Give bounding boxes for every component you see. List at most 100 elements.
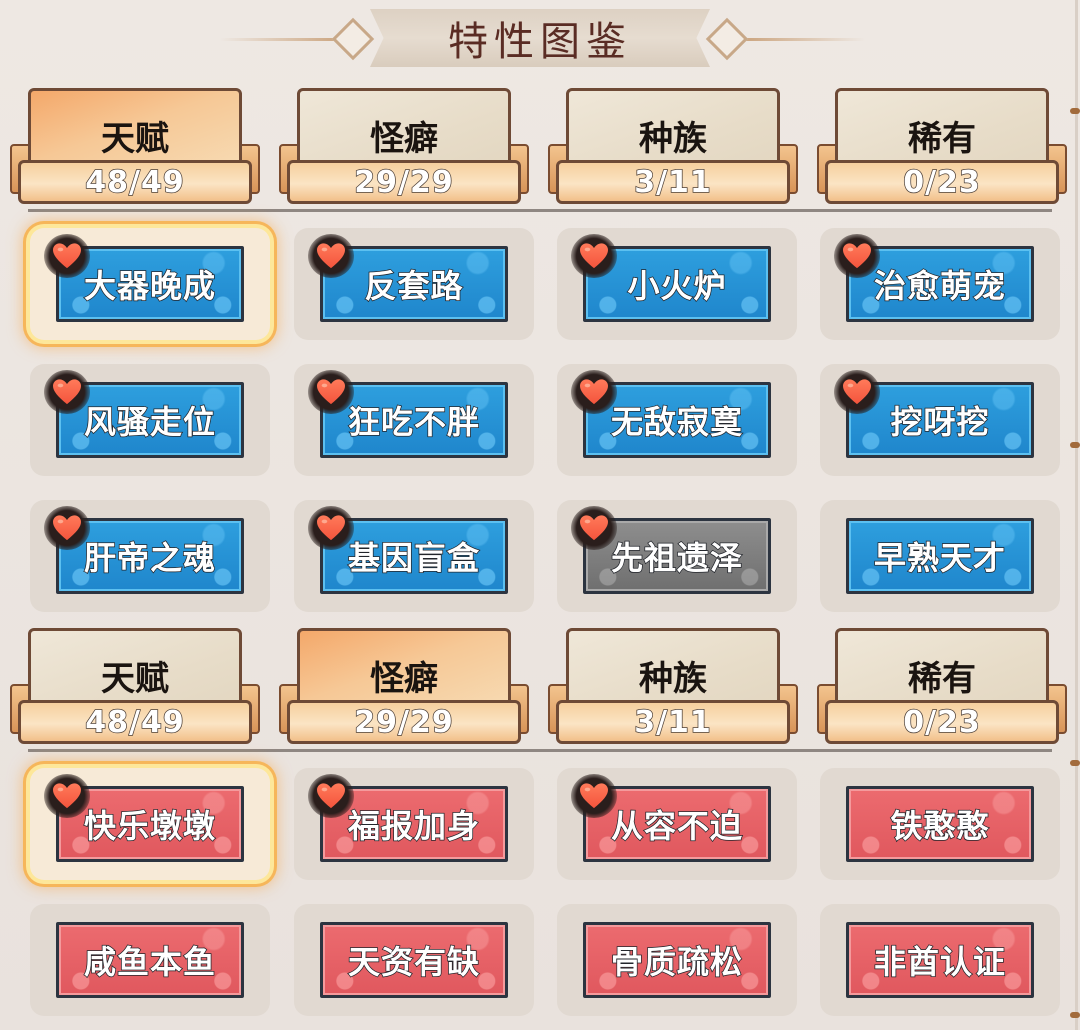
category-tabs: 天赋 48/49 怪癖 29/29 种族 3/11 稀有 0/23 — [0, 84, 1080, 214]
title-header: 特性图鉴 — [0, 0, 1080, 80]
trait-slot[interactable]: 反套路 — [294, 228, 534, 340]
trait-slot[interactable]: 从容不迫 — [557, 768, 797, 880]
trait-slot[interactable]: 天资有缺 — [294, 904, 534, 1016]
tab-count: 0/23 — [902, 704, 981, 741]
trait-slot[interactable]: 咸鱼本鱼 — [30, 904, 270, 1016]
trait-slot[interactable]: 无敌寂寞 — [557, 364, 797, 476]
section-divider — [28, 209, 1052, 212]
title-ornament-line — [220, 38, 350, 41]
tab-talent[interactable]: 天赋 48/49 — [8, 84, 262, 209]
tab-race[interactable]: 种族 3/11 — [546, 624, 800, 749]
book-pin — [1070, 108, 1080, 114]
tab-talent[interactable]: 天赋 48/49 — [8, 624, 262, 749]
tab-count-base: 0/23 — [825, 160, 1059, 204]
tab-count: 48/49 — [85, 704, 185, 741]
trait-card[interactable]: 非酋认证 — [846, 922, 1034, 998]
trait-slot[interactable]: 狂吃不胖 — [294, 364, 534, 476]
title-ornament-line — [735, 38, 865, 41]
trait-card[interactable]: 反套路 — [320, 246, 508, 322]
cloud-ornament-icon — [705, 17, 749, 61]
trait-slot[interactable]: 早熟天才 — [820, 500, 1060, 612]
trait-slot[interactable]: 快乐墩墩 — [30, 768, 270, 880]
trait-card[interactable]: 早熟天才 — [846, 518, 1034, 594]
trait-card[interactable]: 福报加身 — [320, 786, 508, 862]
trait-card[interactable]: 骨质疏松 — [583, 922, 771, 998]
trait-label: 先祖遗泽 — [610, 538, 743, 578]
heart-icon — [834, 370, 880, 414]
heart-glyph — [580, 783, 608, 809]
heart-icon — [44, 234, 90, 278]
tab-count: 3/11 — [633, 164, 712, 201]
trait-slot[interactable]: 先祖遗泽 — [557, 500, 797, 612]
heart-glyph — [53, 515, 81, 541]
trait-slot[interactable]: 风骚走位 — [30, 364, 270, 476]
tab-count: 3/11 — [633, 704, 712, 741]
trait-label: 风骚走位 — [83, 402, 216, 442]
trait-label: 大器晚成 — [83, 266, 216, 306]
tab-quirk[interactable]: 怪癖 29/29 — [277, 624, 531, 749]
heart-glyph — [580, 243, 608, 269]
trait-slot[interactable]: 基因盲盒 — [294, 500, 534, 612]
heart-glyph — [843, 379, 871, 405]
trait-card[interactable]: 铁憨憨 — [846, 786, 1034, 862]
tab-count-base: 48/49 — [18, 160, 252, 204]
book-pin — [1070, 760, 1080, 766]
tab-label: 天赋 — [101, 659, 169, 699]
heart-icon — [834, 234, 880, 278]
trait-label: 挖呀挖 — [890, 402, 990, 442]
tab-label: 种族 — [639, 119, 707, 159]
heart-glyph — [53, 783, 81, 809]
tab-count: 29/29 — [354, 704, 454, 741]
book-pin — [1070, 442, 1080, 448]
heart-glyph — [843, 243, 871, 269]
heart-glyph — [317, 515, 345, 541]
tab-label: 天赋 — [101, 119, 169, 159]
trait-slot[interactable]: 非酋认证 — [820, 904, 1060, 1016]
tab-count-base: 29/29 — [287, 700, 521, 744]
trait-label: 从容不迫 — [610, 806, 743, 846]
heart-icon — [308, 234, 354, 278]
trait-slot[interactable]: 治愈萌宠 — [820, 228, 1060, 340]
tab-count-base: 3/11 — [556, 160, 790, 204]
trait-slot[interactable]: 小火炉 — [557, 228, 797, 340]
tab-label: 稀有 — [908, 659, 976, 699]
tab-label: 稀有 — [908, 119, 976, 159]
heart-icon — [44, 774, 90, 818]
heart-glyph — [53, 379, 81, 405]
heart-icon — [308, 774, 354, 818]
trait-label: 咸鱼本鱼 — [83, 942, 216, 982]
trait-slot[interactable]: 福报加身 — [294, 768, 534, 880]
tab-count-base: 0/23 — [825, 700, 1059, 744]
trait-card[interactable]: 先祖遗泽 — [583, 518, 771, 594]
tab-rare[interactable]: 稀有 0/23 — [815, 84, 1069, 209]
trait-card[interactable]: 基因盲盒 — [320, 518, 508, 594]
tab-race[interactable]: 种族 3/11 — [546, 84, 800, 209]
trait-label: 小火炉 — [627, 266, 727, 306]
book-edge — [1075, 0, 1078, 1030]
trait-card[interactable]: 咸鱼本鱼 — [56, 922, 244, 998]
trait-label: 反套路 — [364, 266, 464, 306]
trait-label: 福报加身 — [347, 806, 480, 846]
trait-card[interactable]: 天资有缺 — [320, 922, 508, 998]
trait-label: 快乐墩墩 — [83, 806, 216, 846]
trait-slot[interactable]: 挖呀挖 — [820, 364, 1060, 476]
section-divider — [28, 749, 1052, 752]
tab-count-base: 48/49 — [18, 700, 252, 744]
trait-label: 天资有缺 — [347, 942, 480, 982]
tab-rare[interactable]: 稀有 0/23 — [815, 624, 1069, 749]
tab-quirk[interactable]: 怪癖 29/29 — [277, 84, 531, 209]
trait-slot[interactable]: 铁憨憨 — [820, 768, 1060, 880]
heart-glyph — [317, 783, 345, 809]
trait-label: 骨质疏松 — [610, 942, 743, 982]
trait-label: 早熟天才 — [873, 538, 1006, 578]
heart-icon — [308, 506, 354, 550]
trait-slot[interactable]: 骨质疏松 — [557, 904, 797, 1016]
tab-count-base: 29/29 — [287, 160, 521, 204]
tab-count: 29/29 — [354, 164, 454, 201]
trait-card[interactable]: 从容不迫 — [583, 786, 771, 862]
heart-glyph — [580, 515, 608, 541]
trait-slot[interactable]: 肝帝之魂 — [30, 500, 270, 612]
heart-glyph — [317, 379, 345, 405]
trait-slot[interactable]: 大器晚成 — [30, 228, 270, 340]
category-tabs: 天赋 48/49 怪癖 29/29 种族 3/11 稀有 0/23 — [0, 624, 1080, 754]
